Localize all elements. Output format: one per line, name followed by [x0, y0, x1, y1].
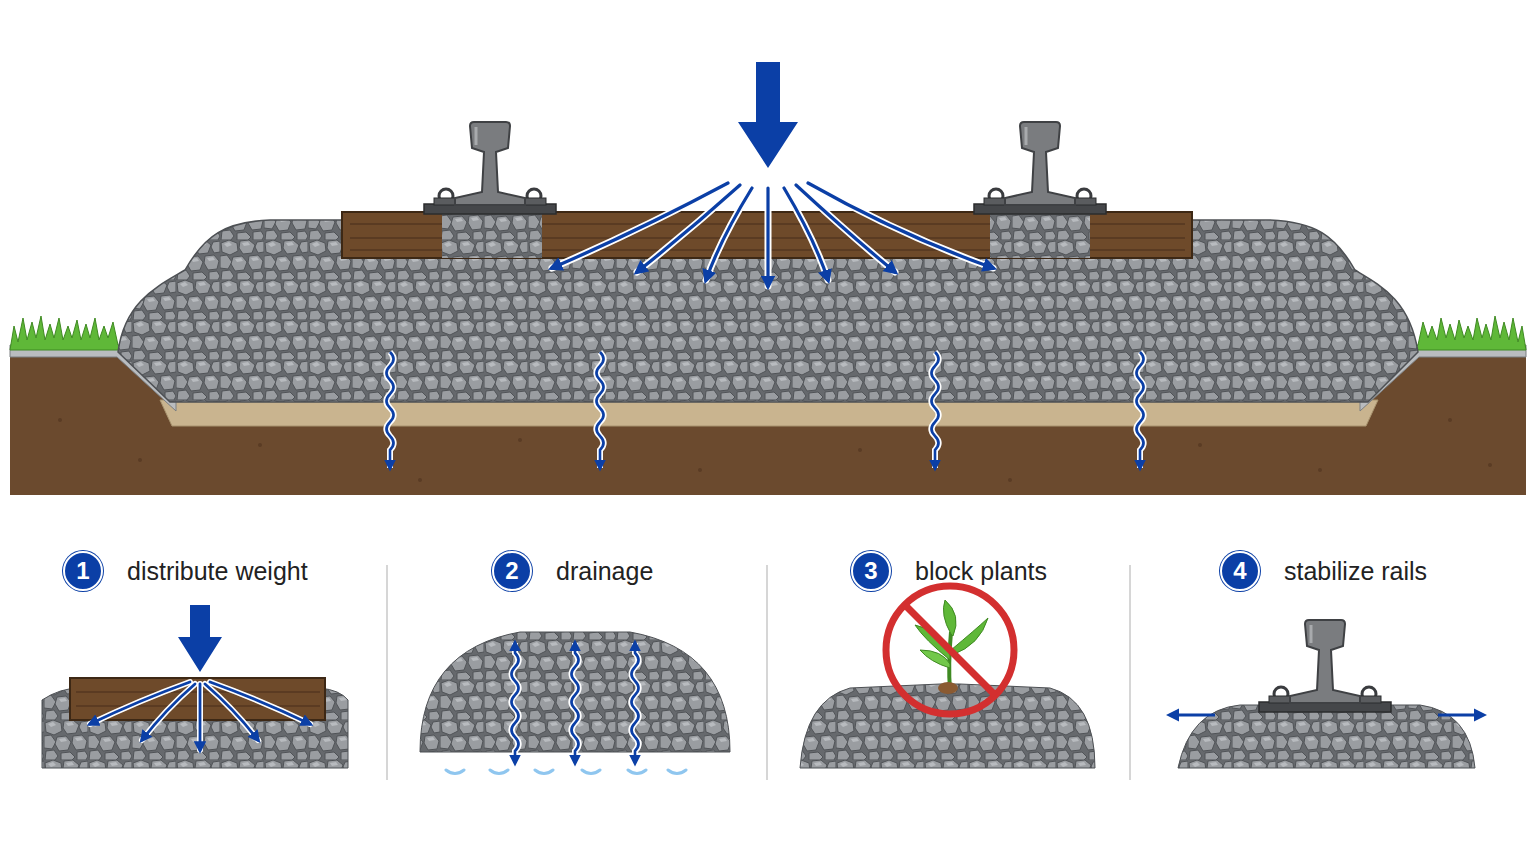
- ballast-mound: [1178, 705, 1475, 768]
- load-arrow: [738, 62, 798, 168]
- water-arrow: [512, 643, 519, 763]
- grass: [10, 316, 124, 350]
- callout-circle: 1distribute weight: [63, 551, 103, 591]
- water-path: [572, 643, 579, 763]
- callout-number: 1: [65, 553, 101, 589]
- water-path: [632, 643, 639, 763]
- callout-number: 4: [1222, 553, 1258, 589]
- callout-circle: 2drainage: [492, 551, 532, 591]
- sand-layer: [160, 400, 1378, 426]
- panel-heading: drainage: [556, 557, 653, 586]
- ballast-gap: [442, 212, 542, 258]
- panel-separators: [387, 565, 1130, 780]
- lateral-arrow: [1438, 714, 1483, 717]
- plants-panel: [800, 586, 1095, 768]
- panel-heading: stabilize rails: [1284, 557, 1427, 586]
- rail: [974, 122, 1106, 214]
- panel-heading: block plants: [915, 557, 1047, 586]
- ballast-mound: [800, 684, 1095, 768]
- ballast-gap: [990, 212, 1090, 258]
- cross-section: [10, 62, 1526, 495]
- lateral-arrow: [1170, 714, 1215, 717]
- load-arrow: [178, 605, 222, 672]
- panel-heading: distribute weight: [127, 557, 308, 586]
- grass: [1412, 316, 1526, 350]
- plant-leaf: [943, 600, 956, 636]
- prohibition-circle: [886, 586, 1014, 714]
- stability-panel: [1170, 620, 1483, 768]
- seed: [938, 682, 958, 694]
- callout-circle: 3block plants: [851, 551, 891, 591]
- callout-number: 3: [853, 553, 889, 589]
- plant-leaf: [920, 650, 950, 668]
- water-drops: [446, 770, 686, 774]
- water-path: [512, 643, 519, 763]
- callout-circle: 4stabilize rails: [1220, 551, 1260, 591]
- plant-stem: [949, 632, 951, 690]
- callout-number: 2: [494, 553, 530, 589]
- drainage-panel: [420, 632, 730, 774]
- load-spread-arrows: [552, 183, 993, 286]
- weight-panel: [42, 605, 348, 768]
- water-arrow: [572, 643, 579, 763]
- load-spread-arrows: [90, 682, 310, 750]
- prohibition-bar: [905, 605, 995, 695]
- rail: [424, 122, 556, 214]
- drainage-arrows: [387, 352, 1144, 468]
- ground-speckles: [58, 418, 1492, 482]
- water-arrow: [632, 643, 639, 763]
- rail: [1259, 620, 1391, 712]
